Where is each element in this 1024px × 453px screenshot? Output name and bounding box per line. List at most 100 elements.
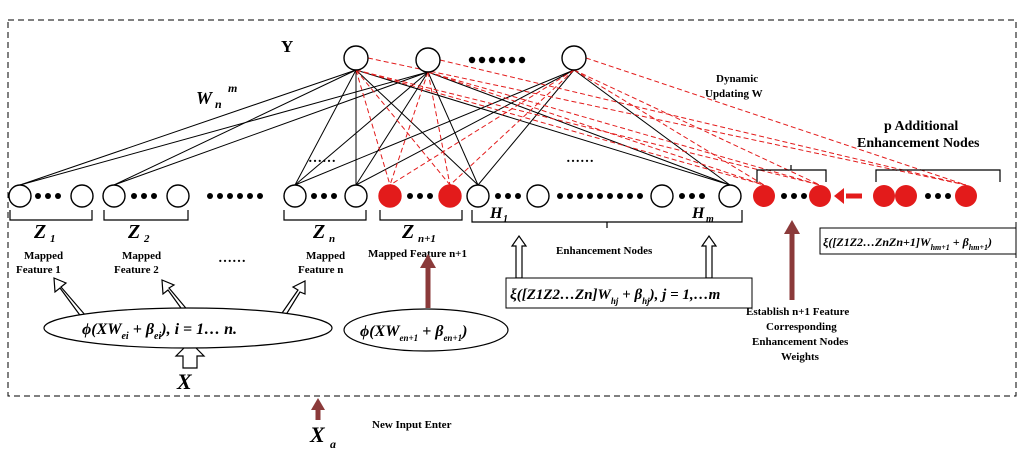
z-labels: Z 1 Z 2 Z n Z n+1 <box>33 221 436 245</box>
black-connection-line <box>294 69 575 186</box>
black-connection-line <box>355 71 429 186</box>
z1-node-b <box>70 184 94 208</box>
mapped-captions: Mapped Feature 1 Mapped Feature 2 Mapped… <box>16 248 467 276</box>
red-connection-line <box>389 71 429 186</box>
red-connection-line <box>449 69 575 186</box>
red-connection-line <box>355 69 765 186</box>
red-connection-line <box>427 71 765 186</box>
open-arrows <box>53 234 718 369</box>
zn-node-b <box>344 184 368 208</box>
enhancement-formula-box <box>505 277 753 309</box>
mapped-feature-row <box>8 184 462 208</box>
svg-text:1: 1 <box>50 233 56 245</box>
h-node-3 <box>650 184 674 208</box>
additional-label-line2: Enhancement Nodes <box>857 136 980 151</box>
black-connection-line <box>113 69 357 186</box>
svg-text:Z: Z <box>401 221 414 243</box>
output-ellipsis-dots <box>468 56 526 64</box>
red-dashed-connections <box>355 57 967 186</box>
zn-node-a <box>283 184 307 208</box>
black-connection-line <box>427 71 731 186</box>
h1-node <box>466 184 490 208</box>
enhancement-formula: ξ([Z1Z2…Zn]Whj + βhj), j = 1,…m <box>510 287 720 306</box>
svg-text:Feature n: Feature n <box>298 264 343 276</box>
new-mapping-formula: ϕ(XWen+1 + βen+1) <box>360 323 467 343</box>
black-connection-line <box>477 69 575 186</box>
black-connection-line <box>19 71 429 186</box>
output-node-3 <box>561 45 587 71</box>
add-node-3 <box>955 185 977 207</box>
mapping-formula: ϕ(XWei + βei), i = 1… n. <box>82 321 237 342</box>
svg-text:Mapped: Mapped <box>306 250 345 262</box>
red-connection-line <box>573 69 821 186</box>
black-connection-line <box>427 71 479 186</box>
hm-sub: m <box>706 214 714 225</box>
svg-text:Z: Z <box>33 221 46 243</box>
zn1-node-a <box>378 184 402 208</box>
additional-brace <box>875 169 1001 182</box>
black-connection-line <box>113 71 429 186</box>
weights-label: W <box>196 88 214 108</box>
mapped-top-ellipsis: …… <box>308 151 336 166</box>
weights-sub: n <box>215 97 222 111</box>
mapped-braces <box>9 210 743 228</box>
new-input-label: X <box>309 422 326 447</box>
mapped-middle-dots <box>207 193 263 199</box>
red-connection-line <box>355 69 391 186</box>
black-connection-line <box>19 69 357 186</box>
red-connection-line <box>367 57 967 186</box>
add-node-2 <box>895 185 917 207</box>
h-node-2 <box>526 184 550 208</box>
red-connection-line <box>355 69 451 186</box>
black-connections <box>19 69 731 186</box>
h1-sub: 1 <box>503 214 508 225</box>
svg-text:2: 2 <box>143 233 150 245</box>
new-input-caption: New Input Enter <box>372 419 452 431</box>
svg-text:Z: Z <box>127 221 140 243</box>
svg-text:Establish n+1 Feature: Establish n+1 Feature <box>746 306 849 318</box>
dynamic-label-line1: Dynamic <box>716 73 758 85</box>
svg-text:Mapped: Mapped <box>24 250 63 262</box>
svg-text:n: n <box>329 233 335 245</box>
new-input-sub: a <box>330 437 336 451</box>
svg-text:Feature 2: Feature 2 <box>114 264 159 276</box>
enh-top-ellipsis: …… <box>566 151 594 166</box>
svg-text:Mapped Feature n+1: Mapped Feature n+1 <box>368 248 467 260</box>
black-connection-line <box>294 69 357 186</box>
svg-text:Corresponding: Corresponding <box>766 321 837 333</box>
input-x-label: X <box>176 369 193 394</box>
dark-red-arrows <box>311 220 800 420</box>
black-connection-line <box>355 69 575 186</box>
caption-ellipsis: …… <box>218 251 246 266</box>
red-connection-line <box>585 57 967 186</box>
new-enh-formula: ξ([Z1Z2…ZnZn+1]Whm+1 + βhm+1) <box>823 235 992 252</box>
enhancement-caption: Enhancement Nodes <box>556 245 653 257</box>
mapping-formula-ellipse <box>43 307 333 349</box>
black-connection-line <box>355 69 731 186</box>
output-label: Y <box>281 37 293 56</box>
red-connection-line <box>427 71 451 186</box>
h1-label: H <box>489 205 503 222</box>
hm-node <box>718 184 742 208</box>
red-connection-line <box>427 71 821 186</box>
enhancement-middle-dots <box>557 193 643 199</box>
weights-sup: m <box>228 81 237 95</box>
hm-label: H <box>691 205 705 222</box>
red-connection-line <box>573 69 765 186</box>
z1-node-a <box>8 184 32 208</box>
svg-text:Weights: Weights <box>781 351 820 363</box>
output-node-2 <box>415 47 441 73</box>
output-node-1 <box>343 45 369 71</box>
black-connection-line <box>355 69 479 186</box>
svg-text:Enhancement Nodes: Enhancement Nodes <box>752 336 849 348</box>
add-node-1 <box>873 185 895 207</box>
outer-dashed-frame <box>7 19 1017 397</box>
new-enh-node-b <box>809 185 831 207</box>
svg-text:Z: Z <box>312 221 325 243</box>
svg-text:n+1: n+1 <box>418 233 436 245</box>
z2-node-b <box>166 184 190 208</box>
zn1-node-b <box>438 184 462 208</box>
z2-node-a <box>102 184 126 208</box>
